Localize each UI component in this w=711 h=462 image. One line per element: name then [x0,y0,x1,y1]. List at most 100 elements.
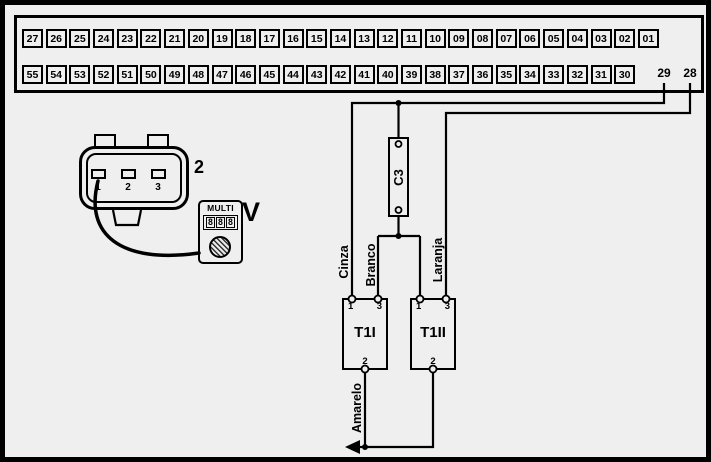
terminal-box: 45 [258,65,280,84]
connector-label: 2 [194,157,205,177]
test-lead-wire [93,179,201,258]
terminal-box: 55 [22,65,43,84]
terminal-box: 15 [306,29,328,48]
terminal-box: 52 [93,65,115,84]
terminal-box: 27 [22,29,43,48]
pin-29-label: 29 [657,66,671,80]
terminal-box: 23 [116,29,138,48]
terminal-box: 12 [377,29,399,48]
terminal-box: 42 [329,65,351,84]
pin-28-label: 28 [683,66,697,80]
terminal-box: 07 [495,29,517,48]
t1i-pin-1-label: 1 [348,301,354,312]
terminal-box: 35 [495,65,517,84]
connector-pin-3-label: 3 [155,182,161,193]
terminal-box: 25 [69,29,91,48]
t1ii-label: T1II [420,324,446,341]
terminal-box: 31 [590,65,612,84]
terminal-box: 30 [614,65,636,84]
wire-t1ii-pin2-return [358,370,435,449]
t1i-label: T1I [354,324,376,341]
junction-dot-bottom [362,444,368,450]
terminal-box: 44 [282,65,304,84]
terminal-box: 49 [164,65,186,84]
terminal-box: 43 [306,65,328,84]
terminal-box: 04 [566,29,588,48]
t1ii-terminal-2 [428,364,438,374]
display-digit: 8 [226,217,235,228]
connector-bottom-tab [111,209,143,227]
display-digit: 8 [216,217,225,228]
terminal-box: 02 [614,29,636,48]
t1i-pin-3-label: 3 [376,301,382,312]
terminal-box: 17 [258,29,280,48]
terminal-box: 22 [140,29,162,48]
terminal-box: 03 [590,29,612,48]
t1i-terminal-3 [373,294,383,304]
terminal-box: 33 [543,65,565,84]
t1ii-pin-3-label: 3 [444,301,450,312]
connector-pin-slot-2 [121,169,136,179]
c3-terminal-top [394,140,403,148]
terminal-box: 54 [45,65,67,84]
multimeter-dial [209,236,231,258]
terminal-box: 26 [45,29,67,48]
terminal-box: 47 [211,65,233,84]
terminal-box: 20 [187,29,209,48]
terminal-box: 21 [164,29,186,48]
terminal-box: 38 [424,65,446,84]
module-t1ii: 1 3 T1II 2 [410,298,456,370]
terminal-box: 36 [472,65,494,84]
connector-pin-slot-1 [91,169,106,179]
connector-pin-2-label: 2 [125,182,131,193]
c3-terminal-bottom [394,206,403,214]
terminal-box: 01 [637,29,659,48]
terminal-box: 51 [116,65,138,84]
ground-arrow [345,440,360,454]
terminal-box: 53 [69,65,91,84]
terminal-box: 11 [401,29,422,48]
junction-dot-top [395,100,402,106]
terminal-box: 19 [211,29,233,48]
terminal-box: 14 [329,29,351,48]
terminal-box: 34 [519,65,541,84]
t1ii-terminal-1 [415,294,425,304]
connector-pin-slot-3 [151,169,166,179]
voltage-unit-label: V [242,197,261,227]
terminal-box: 09 [448,29,470,48]
terminal-box: 48 [187,65,209,84]
t1ii-pin-2-label: 2 [430,356,436,367]
terminal-box: 40 [377,65,399,84]
display-digit: 8 [206,217,215,228]
multimeter-title: MULTI [207,203,234,213]
wiring-layer [93,83,692,454]
terminal-box: 37 [448,65,470,84]
terminal-box: 16 [282,29,304,48]
connector-inner-shell [86,153,182,203]
terminal-box: 05 [543,29,565,48]
t1i-terminal-2 [360,364,370,374]
t1ii-terminal-3 [441,294,451,304]
terminal-box: 08 [472,29,494,48]
terminal-box: 13 [353,29,375,48]
terminal-box: 10 [424,29,446,48]
module-t1i: 1 3 T1I 2 [342,298,388,370]
terminal-box: 06 [519,29,541,48]
junction-dot-c3 [395,233,402,239]
terminal-box: 50 [140,65,162,84]
wire-pin29-cinza [350,83,666,299]
t1ii-pin-1-label: 1 [416,301,422,312]
terminal-box: 24 [93,29,115,48]
t1i-pin-2-label: 2 [362,356,368,367]
wire-pin28-laranja [444,83,692,299]
terminal-box: 39 [401,65,422,84]
terminal-box: 18 [235,29,257,48]
terminal-box: 46 [235,65,257,84]
t1i-terminal-1 [347,294,357,304]
terminal-box: 41 [353,65,375,84]
